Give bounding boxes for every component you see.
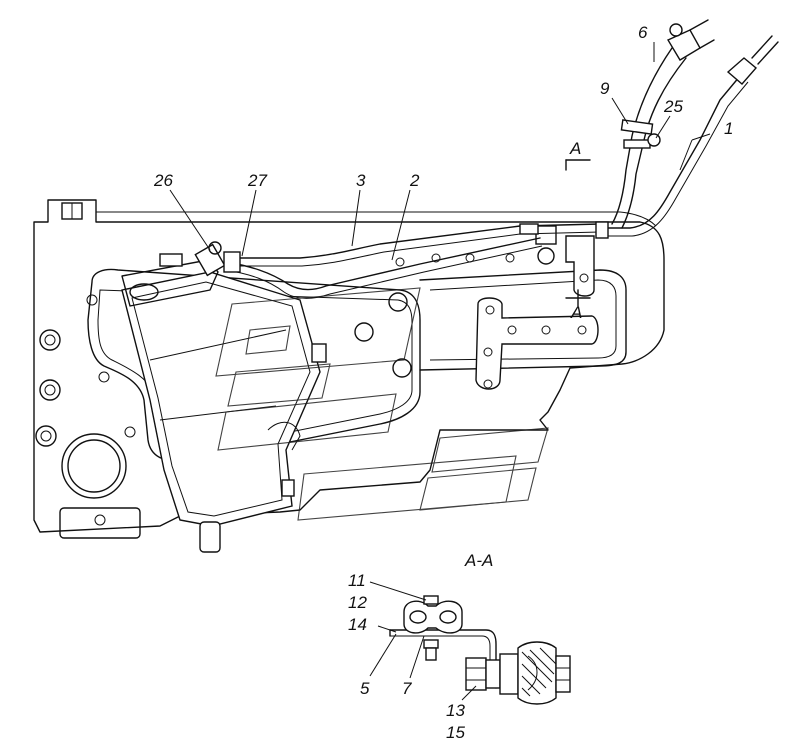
callout-5: 5 — [360, 679, 370, 698]
right-panel — [419, 269, 627, 371]
callout-13: 13 — [446, 701, 465, 720]
section-mark-bottom-label: A — [570, 303, 582, 322]
callout-2: 2 — [409, 171, 420, 190]
pipe-2 — [225, 237, 541, 291]
housing-outline — [33, 199, 665, 533]
filter-canister — [121, 253, 327, 553]
watermark — [215, 287, 549, 521]
bracket-plate — [475, 297, 599, 390]
callout-1: 1 — [724, 119, 733, 138]
callout-6: 6 — [638, 23, 648, 42]
double-clamp — [403, 595, 463, 661]
callout-25: 25 — [663, 97, 683, 116]
section-mark-bottom: A — [565, 289, 591, 322]
callout-26: 26 — [153, 171, 173, 190]
section-bolt — [465, 641, 571, 705]
clamp-9 — [620, 119, 654, 135]
main-view: A A — [33, 19, 779, 553]
callout-7: 7 — [402, 679, 412, 698]
callout-15: 15 — [446, 723, 465, 742]
callout-27: 27 — [247, 171, 267, 190]
leaders — [169, 42, 711, 261]
callout-14: 14 — [348, 615, 367, 634]
callout-12: 12 — [348, 593, 367, 612]
pipe-3 — [229, 223, 601, 259]
pipe-1 — [599, 75, 741, 229]
left-face-bosses — [35, 294, 141, 539]
callout-11: 11 — [348, 571, 366, 590]
section-view: A-A — [348, 551, 571, 742]
mount-bracket — [535, 225, 595, 297]
section-mark-top-label: A — [569, 139, 581, 158]
section-leaders — [369, 581, 477, 701]
fitting-27 — [223, 251, 241, 273]
callout-3: 3 — [356, 171, 366, 190]
section-mark-top: A — [565, 139, 591, 171]
section-title: A-A — [464, 551, 493, 570]
housing-top-rim — [96, 211, 657, 227]
section-bracket — [389, 629, 497, 689]
callout-9: 9 — [600, 79, 610, 98]
fitting-26 — [194, 243, 226, 277]
bolt-25 — [647, 133, 661, 147]
hose-6 — [611, 47, 673, 225]
